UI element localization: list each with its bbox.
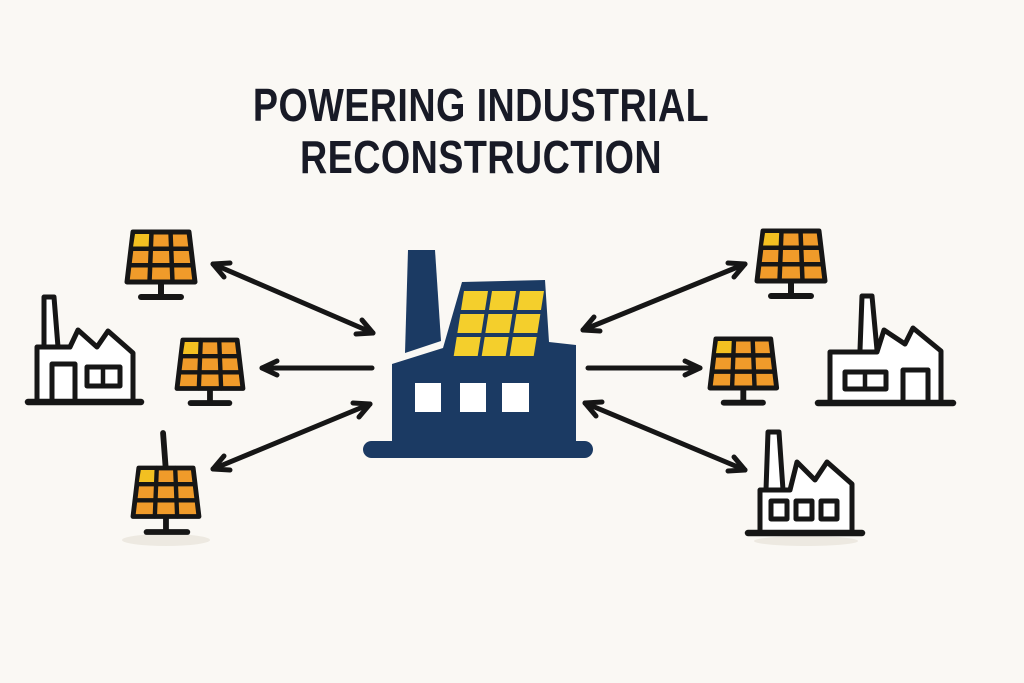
solar-panel-mid-left-icon (177, 340, 243, 403)
factory-southeast-window (768, 498, 790, 522)
factory-west-icon (24, 294, 145, 406)
factory-west-door (49, 361, 78, 405)
solar-panel-top-right-icon (757, 231, 825, 296)
central-factory-window (502, 383, 529, 412)
solar-panel-bottom-left-icon (133, 433, 199, 532)
factory-southeast-window (818, 498, 840, 522)
factory-southeast-icon (744, 429, 866, 537)
solar-panel-top-left-icon (127, 232, 195, 297)
title-line-2: RECONSTRUCTION (299, 130, 662, 183)
central-factory-window (415, 383, 441, 412)
factory-southeast-chimney (763, 429, 786, 493)
energy-flow-arrow-bottom-left (210, 400, 373, 473)
energy-flow-arrow-top-left (210, 260, 376, 337)
factory-east-icon (814, 293, 957, 407)
energy-flow-arrow-mid-left (259, 358, 375, 378)
title-line-1: POWERING INDUSTRIAL (252, 79, 710, 131)
central-factory-window (460, 383, 486, 412)
solar-panel-mid-right-icon (710, 339, 777, 403)
diagram-title: POWERING INDUSTRIAL RECONSTRUCTION (87, 79, 876, 184)
factory-shadow (754, 536, 858, 546)
panel-shadow (122, 534, 210, 546)
central-factory-solar-grid (453, 291, 544, 356)
energy-flow-arrow-mid-right (585, 358, 703, 378)
factory-west-chimney (41, 294, 61, 350)
factory-east-chimney (857, 293, 880, 353)
central-factory-base (363, 441, 593, 458)
factory-southeast-window (793, 498, 815, 522)
central-factory-chimney (405, 250, 441, 353)
energy-flow-arrow-top-right (580, 260, 748, 334)
central-solar-factory-icon (363, 250, 593, 458)
energy-flow-arrow-bottom-right (582, 399, 748, 474)
factory-east-door (900, 367, 931, 406)
